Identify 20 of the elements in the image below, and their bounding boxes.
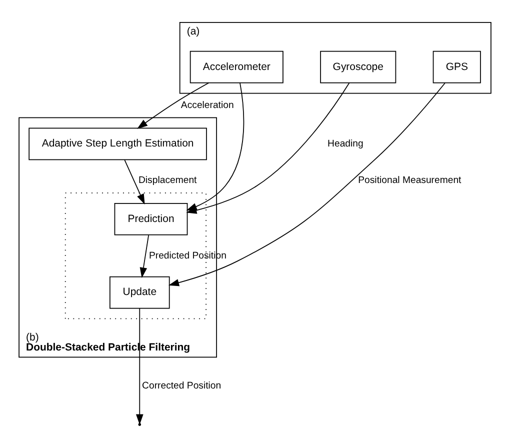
arrow <box>186 82 244 210</box>
node-box: Accelerometer <box>190 50 284 84</box>
node-label: (a) <box>186 26 200 38</box>
cluster <box>179 22 492 94</box>
edge-label: Corrected Position <box>142 380 222 392</box>
node-box: Update <box>110 276 170 309</box>
arrow <box>137 82 210 129</box>
edge-label: Positional Measurement <box>358 175 462 186</box>
arrow <box>140 234 150 278</box>
arrow <box>124 160 145 204</box>
node-box: Gyroscope <box>320 50 396 84</box>
arrow <box>136 308 144 425</box>
edge-label: Heading <box>328 138 364 150</box>
node-label: (b) <box>26 332 39 344</box>
edge-label: Displacement <box>138 175 197 186</box>
arrow <box>168 82 446 286</box>
node-box: GPS <box>432 50 481 84</box>
edge-label: Acceleration <box>180 100 234 111</box>
node-box: Prediction <box>114 202 188 236</box>
node-box: Adaptive Step Length Estimation <box>28 128 207 160</box>
